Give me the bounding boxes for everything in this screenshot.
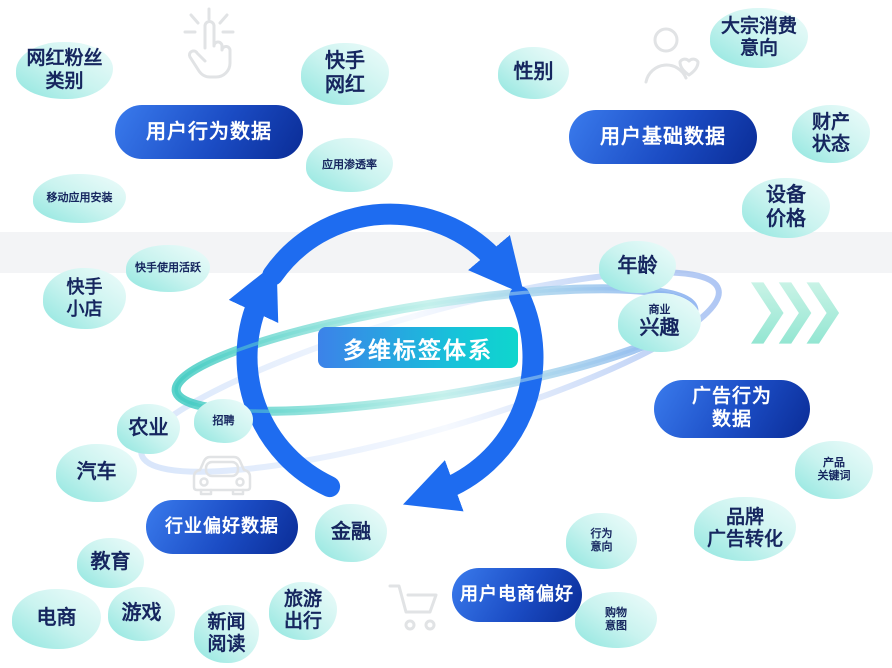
tag-news-reading: 新闻 阅读 (194, 605, 259, 663)
tag-device-price: 设备 价格 (742, 178, 830, 238)
tag-bulk-consumption-intent: 大宗消费 意向 (710, 8, 808, 68)
shopping-cart-icon (386, 576, 444, 634)
tag-kuaishou-activity: 快手使用活跃 (126, 245, 210, 292)
tag-label: 快手 (66, 277, 103, 298)
center-title-label: 多维标签体系 (343, 336, 493, 363)
tag-label: 类别 (45, 70, 84, 92)
tag-label: 网红粉丝 (26, 48, 103, 70)
tag-product-keyword: 产品 关键词 (795, 441, 873, 499)
tag-label: 旅游 (283, 588, 322, 610)
tag-label: 设备 (766, 184, 806, 207)
tag-label: 教育 (90, 551, 131, 574)
tag-recruitment: 招聘 (194, 399, 253, 443)
tag-label: 关键词 (817, 470, 851, 482)
category-label: 数据 (711, 409, 752, 430)
tag-kuaishou-influencer: 快手 网红 (301, 43, 389, 105)
tag-label: 招聘 (212, 414, 235, 427)
tag-label: 意向 (739, 38, 778, 59)
tag-label: 游戏 (121, 602, 162, 625)
tag-label: 应用渗透率 (322, 158, 377, 171)
tag-label: 农业 (128, 417, 169, 440)
tag-label: 价格 (766, 208, 806, 230)
tag-label: 品牌 (725, 506, 764, 528)
tag-label: 快手使用活跃 (135, 262, 201, 275)
tag-label: 阅读 (207, 634, 246, 655)
car-icon (189, 446, 255, 500)
category-label: 用户电商偏好 (460, 584, 574, 605)
tag-label: 商业 (648, 304, 671, 317)
category-industry-preference-data: 行业偏好数据 (146, 500, 298, 554)
category-label: 用户基础数据 (600, 126, 726, 148)
tag-business-interest: 商业 兴趣 (618, 293, 701, 352)
tag-label: 小店 (66, 298, 103, 319)
tag-label: 出行 (283, 611, 322, 632)
tag-property-status: 财产 状态 (792, 105, 870, 163)
category-label: 用户行为数据 (146, 121, 272, 143)
tag-age: 年龄 (599, 241, 676, 293)
tag-travel: 旅游 出行 (269, 582, 337, 640)
category-user-behavior-data: 用户行为数据 (115, 105, 303, 159)
tag-gender: 性别 (498, 47, 569, 99)
tag-label: 移动应用安装 (46, 192, 113, 205)
center-title-badge: 多维标签体系 (318, 327, 518, 368)
tag-label: 行为 (590, 528, 613, 541)
tag-label: 快手 (325, 50, 365, 73)
tag-label: 性别 (513, 61, 554, 84)
tag-label: 兴趣 (639, 317, 680, 340)
tag-agriculture: 农业 (117, 404, 180, 454)
tag-label: 大宗消费 (720, 15, 797, 37)
tag-influencer-fan-category: 网红粉丝 类别 (16, 42, 113, 99)
tag-label: 新闻 (207, 611, 246, 633)
triple-chevron-right-icon (751, 280, 841, 346)
category-user-ecommerce-preference: 用户电商偏好 (452, 568, 582, 622)
tag-label: 购物 (605, 607, 627, 620)
tag-label: 意图 (605, 620, 627, 632)
category-user-basic-data: 用户基础数据 (569, 110, 757, 164)
tag-label: 汽车 (76, 461, 117, 484)
tag-label: 状态 (811, 134, 850, 155)
tag-label: 财产 (811, 111, 850, 133)
category-label: 广告行为 (691, 386, 772, 408)
tag-behavior-intent: 行为 意向 (566, 513, 637, 569)
tag-mobile-app-install: 移动应用安装 (33, 174, 126, 223)
tag-label: 意向 (590, 541, 613, 553)
tag-ecommerce: 电商 (12, 589, 101, 649)
tag-brand-ad-conversion: 品牌 广告转化 (694, 497, 796, 561)
tag-app-penetration: 应用渗透率 (306, 138, 393, 192)
tag-label: 金融 (331, 521, 371, 544)
category-ad-behavior-data: 广告行为 数据 (654, 380, 810, 438)
tap-icon (178, 6, 240, 84)
tag-finance: 金融 (315, 504, 387, 562)
tag-kuaishou-shop: 快手 小店 (43, 268, 126, 329)
tag-label: 电商 (36, 607, 77, 630)
tag-automobile: 汽车 (56, 444, 137, 502)
tag-gaming: 游戏 (108, 587, 175, 641)
person-heart-icon (636, 24, 706, 92)
tag-label: 年龄 (617, 255, 658, 278)
tag-shopping-intent: 购物 意图 (575, 592, 657, 648)
tag-label: 网红 (325, 74, 365, 96)
tag-label: 广告转化 (706, 529, 783, 550)
tag-label: 产品 (823, 457, 845, 470)
category-label: 行业偏好数据 (165, 516, 279, 537)
tag-education: 教育 (77, 538, 144, 588)
